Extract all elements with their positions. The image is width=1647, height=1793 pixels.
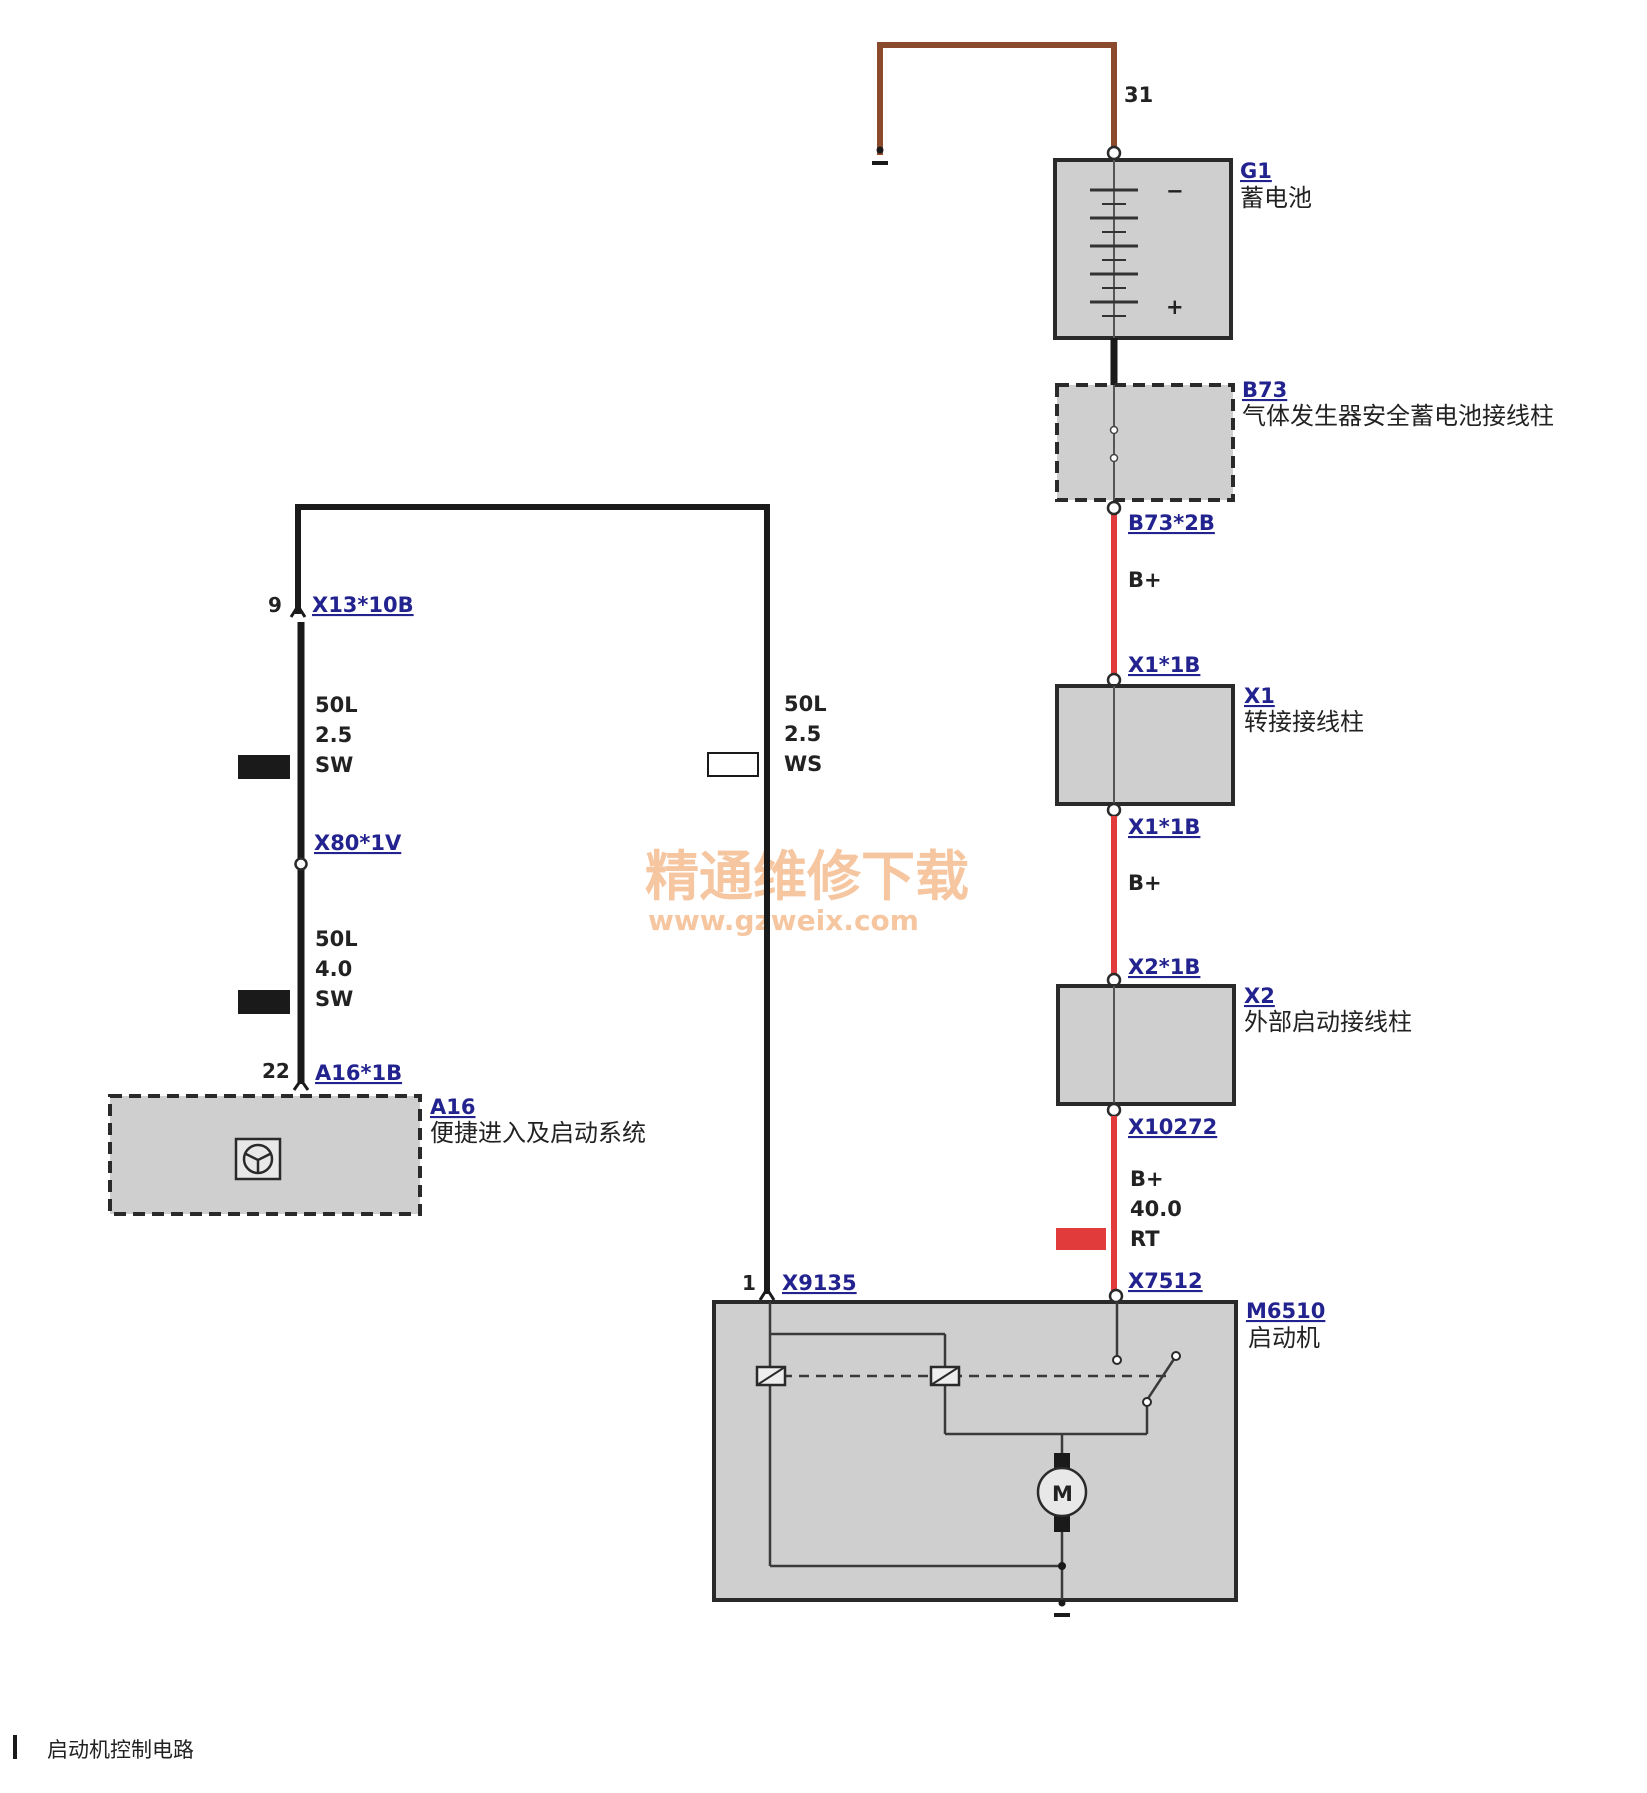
wire-label-31: 31 bbox=[1124, 83, 1153, 107]
motor-icon bbox=[1036, 1453, 1088, 1532]
connector-x7512[interactable]: X7512 bbox=[1128, 1269, 1203, 1293]
wire-size-label: 2.5 bbox=[315, 723, 352, 747]
wire-color-label: SW bbox=[315, 753, 353, 777]
ground-bottom-symbol bbox=[1054, 1599, 1070, 1617]
watermark-text: 精通维修下载 bbox=[645, 844, 969, 908]
solenoid-coil-icon bbox=[929, 1365, 961, 1387]
g1-terminal bbox=[1106, 145, 1122, 161]
x10272-terminal bbox=[1106, 1102, 1122, 1118]
connector-b73-2b[interactable]: B73*2B bbox=[1128, 511, 1215, 535]
wire-color-label: RT bbox=[1130, 1227, 1160, 1251]
connector-x1-1b-top[interactable]: X1*1B bbox=[1128, 653, 1200, 677]
wire-color-swatch-red bbox=[1056, 1228, 1106, 1250]
wire-size-label: 2.5 bbox=[784, 722, 821, 746]
wire-signal-label: 50L bbox=[315, 927, 358, 951]
switch-contact-icon bbox=[1142, 1397, 1152, 1407]
wire-label-bplus: B+ bbox=[1130, 1167, 1164, 1191]
switch-contact-icon bbox=[1171, 1351, 1181, 1361]
connector-x80-1v[interactable]: X80*1V bbox=[314, 831, 402, 855]
connector-x1-1b-bottom[interactable]: X1*1B bbox=[1128, 815, 1200, 839]
wire-color-label: SW bbox=[315, 987, 353, 1011]
b73-box[interactable] bbox=[1055, 383, 1235, 502]
m6510-id-link[interactable]: M6510 bbox=[1246, 1299, 1325, 1323]
m6510-box[interactable] bbox=[712, 1300, 1238, 1602]
g1-id-link[interactable]: G1 bbox=[1240, 159, 1272, 183]
b73-2b-terminal bbox=[1106, 500, 1122, 516]
brown-ground-wire[interactable] bbox=[877, 42, 1117, 155]
b73-internal-node bbox=[1109, 453, 1119, 463]
g1-battery-box[interactable] bbox=[1053, 158, 1233, 340]
x1-id-link[interactable]: X1 bbox=[1244, 684, 1275, 708]
x2-box[interactable] bbox=[1056, 984, 1236, 1106]
black-wire-x13-x9135[interactable] bbox=[295, 504, 770, 1294]
pin-1: 1 bbox=[742, 1271, 756, 1295]
connector-x10272[interactable]: X10272 bbox=[1128, 1115, 1217, 1139]
battery-minus-sign: − bbox=[1166, 179, 1184, 203]
b73-internal-node bbox=[1109, 425, 1119, 435]
x9135-connector-symbol bbox=[758, 1286, 776, 1301]
x80-1v-terminal bbox=[294, 857, 308, 871]
caption-title: 启动机控制电路 bbox=[47, 1738, 194, 1762]
pin-9: 9 bbox=[268, 593, 282, 617]
connector-a16-1b[interactable]: A16*1B bbox=[315, 1061, 402, 1085]
x13-10b-connector-symbol bbox=[289, 603, 307, 618]
connector-x2-1b[interactable]: X2*1B bbox=[1128, 955, 1200, 979]
wire-label-bplus: B+ bbox=[1128, 871, 1162, 895]
motor-label: M bbox=[1052, 1482, 1073, 1506]
wire-color-swatch-black bbox=[238, 990, 290, 1014]
solenoid-coil-icon bbox=[755, 1365, 787, 1387]
battery-icon bbox=[1090, 160, 1138, 338]
x1-box[interactable] bbox=[1055, 684, 1235, 806]
a16-id-link[interactable]: A16 bbox=[430, 1095, 475, 1119]
watermark-url: www.gzweix.com bbox=[648, 904, 919, 937]
x7512-terminal bbox=[1108, 1288, 1124, 1304]
connector-x13-10b[interactable]: X13*10B bbox=[312, 593, 414, 617]
x2-name: 外部启动接线柱 bbox=[1244, 1008, 1412, 1036]
connector-x9135[interactable]: X9135 bbox=[782, 1271, 857, 1295]
pin-22: 22 bbox=[262, 1059, 290, 1083]
x2-id-link[interactable]: X2 bbox=[1244, 984, 1275, 1008]
x1-name: 转接接线柱 bbox=[1244, 708, 1364, 736]
ground-junction bbox=[1058, 1562, 1066, 1570]
wire-color-swatch-white bbox=[707, 752, 759, 777]
ground-top-symbol bbox=[872, 146, 888, 165]
wire-size-label: 40.0 bbox=[1130, 1197, 1182, 1221]
a16-1b-connector-symbol bbox=[292, 1077, 310, 1091]
b73-id-link[interactable]: B73 bbox=[1242, 378, 1287, 402]
x1-bottom-terminal bbox=[1106, 802, 1122, 818]
wire-color-swatch-black bbox=[238, 755, 290, 779]
g1-name: 蓄电池 bbox=[1240, 184, 1312, 212]
b73-name: 气体发生器安全蓄电池接线柱 bbox=[1242, 402, 1554, 430]
wire-signal-label: 50L bbox=[784, 692, 827, 716]
switch-contact-icon bbox=[1112, 1355, 1122, 1365]
steering-wheel-icon bbox=[234, 1137, 282, 1181]
wire-signal-label: 50L bbox=[315, 693, 358, 717]
wire-label-bplus: B+ bbox=[1128, 568, 1162, 592]
wire-color-label: WS bbox=[784, 752, 822, 776]
m6510-name: 启动机 bbox=[1248, 1324, 1320, 1352]
wire-size-label: 4.0 bbox=[315, 957, 352, 981]
caption-bar bbox=[13, 1735, 17, 1759]
battery-plus-sign: + bbox=[1166, 295, 1184, 319]
a16-name: 便捷进入及启动系统 bbox=[430, 1119, 646, 1147]
